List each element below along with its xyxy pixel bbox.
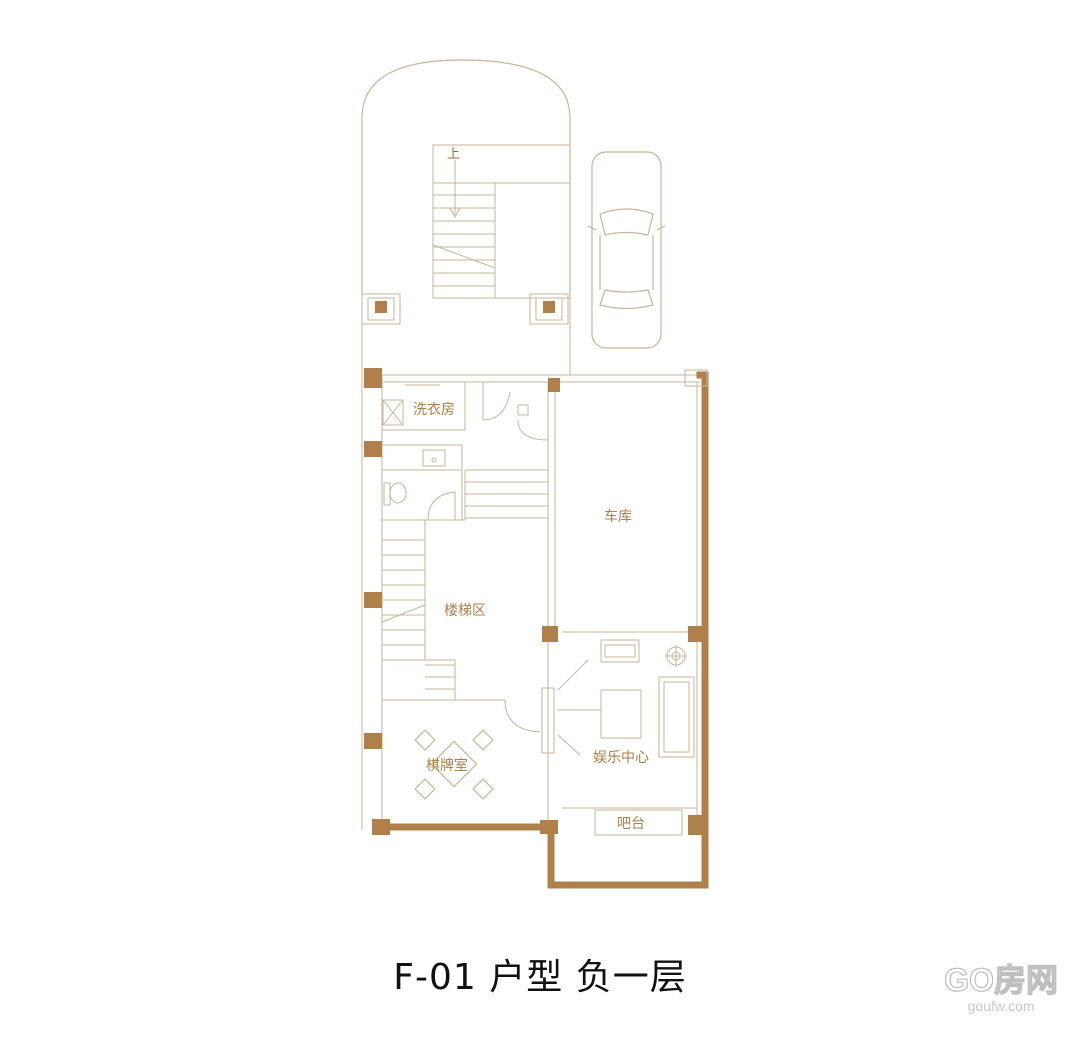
building-outline (361, 374, 708, 830)
pillar-right (529, 293, 569, 325)
watermark: GO房网 goufw.com (944, 961, 1059, 1014)
car-icon (587, 151, 666, 349)
room-label-entertainment: 娱乐中心 (593, 750, 649, 766)
room-label-card-room: 棋牌室 (426, 757, 468, 774)
watermark-url: goufw.com (967, 998, 1035, 1014)
exterior-walls (374, 371, 709, 889)
laundry-room (382, 382, 549, 441)
bathroom (382, 444, 463, 521)
room-label-laundry: 洗衣房 (413, 402, 455, 418)
courtyard-arch (361, 59, 571, 295)
room-label-garage: 车库 (604, 508, 632, 525)
room-label-stair-area: 楼梯区 (444, 603, 486, 619)
structural-columns (364, 368, 708, 835)
entertainment-center (541, 631, 697, 758)
plan-title: F-01 户型 负一层 (393, 957, 687, 998)
card-table-icon (414, 729, 494, 800)
outer-staircase (432, 144, 571, 299)
watermark-logo: GO房网 (944, 961, 1059, 998)
room-label-bar: 吧台 (617, 816, 645, 832)
bar-counter (562, 807, 697, 836)
pillar-left (361, 293, 401, 325)
stair-up-label: 上 (447, 147, 460, 162)
inner-staircase (381, 469, 548, 733)
